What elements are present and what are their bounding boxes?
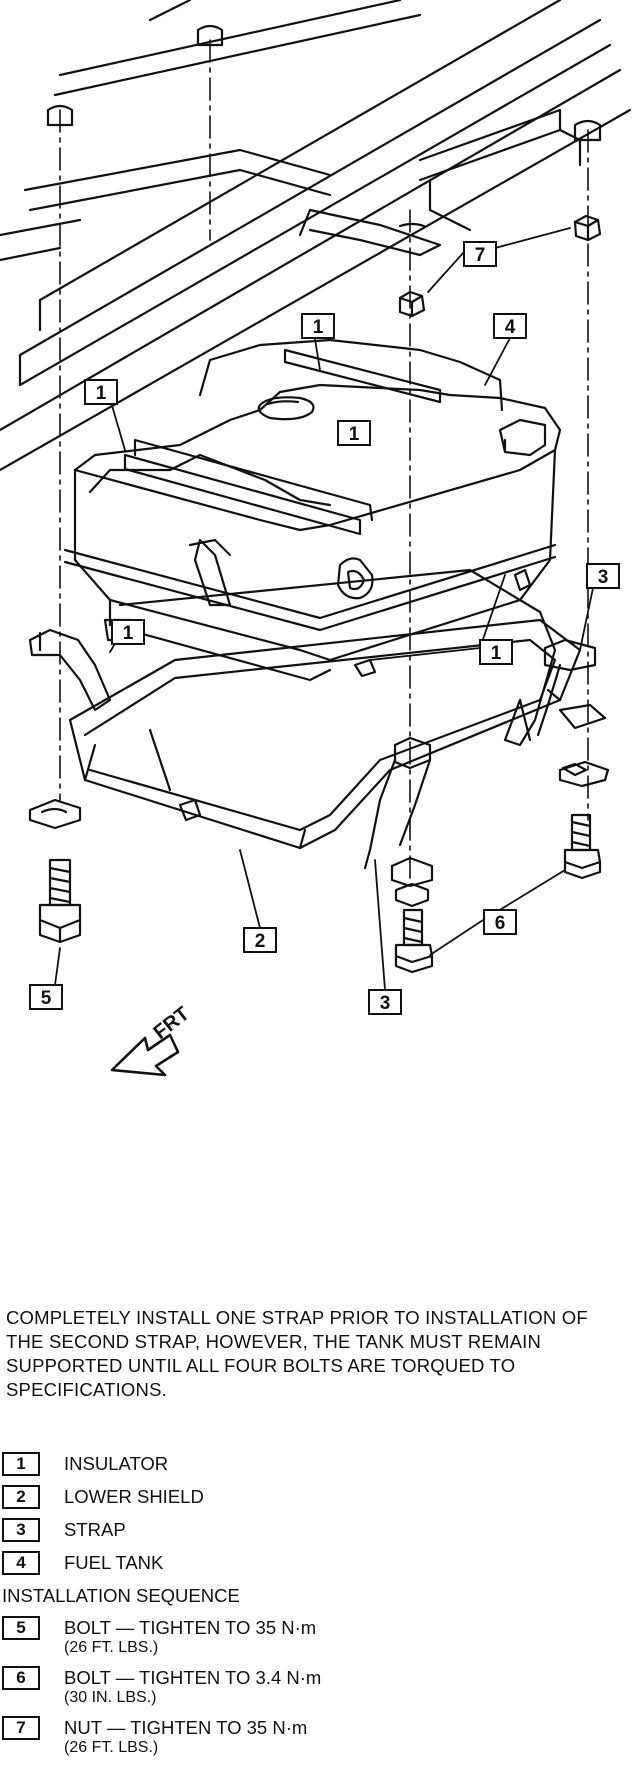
front-direction-arrow [110, 1033, 180, 1077]
fuel-tank [63, 338, 562, 682]
installation-note: COMPLETELY INSTALL ONE STRAP PRIOR TO IN… [6, 1307, 588, 1400]
callout-box: 3 [368, 989, 402, 1015]
callout-label: 6 [495, 913, 506, 934]
torque-spec: NUT — TIGHTEN TO 35 N·m [64, 1717, 308, 1738]
strap [28, 568, 542, 712]
callout-box: 5 [29, 984, 63, 1010]
nut [573, 214, 602, 242]
callout-label: 5 [41, 988, 52, 1009]
legend-number: 2 [2, 1485, 40, 1509]
callout-box: 1 [337, 420, 371, 446]
bolt [38, 858, 82, 944]
callout-label: 7 [475, 245, 486, 266]
legend-item: 7 NUT — TIGHTEN TO 35 N·m (26 FT. LBS.) [2, 1716, 622, 1766]
retainer-plate [558, 760, 610, 788]
bolt [394, 882, 434, 974]
callout-label: 3 [598, 567, 609, 588]
frame-stud [398, 222, 426, 228]
legend-number: 6 [2, 1666, 40, 1690]
legend-number: 1 [2, 1452, 40, 1476]
callout-label: 4 [505, 317, 516, 338]
legend-label: STRAP [64, 1519, 126, 1540]
legend-item: 3 STRAP [2, 1518, 622, 1551]
callout-label: 2 [255, 931, 266, 952]
frame-rails [0, 0, 632, 472]
callout-box: 4 [493, 313, 527, 339]
callout-label: 1 [123, 623, 134, 644]
callout-label: 1 [349, 424, 360, 445]
strap [363, 736, 434, 888]
legend-item: 2 LOWER SHIELD [2, 1485, 622, 1518]
callout-label: 3 [380, 993, 391, 1014]
legend-label: BOLT — TIGHTEN TO 3.4 N·m (30 IN. LBS.) [64, 1666, 321, 1706]
callout-box: 1 [84, 379, 118, 405]
frame-brackets [46, 24, 602, 142]
fuel-tank-exploded-diagram: 1 1 1 1 1 2 3 3 [0, 0, 632, 1077]
strap [503, 610, 607, 747]
callout-label: 1 [96, 383, 107, 404]
bolt [563, 813, 602, 880]
torque-spec-imperial: (30 IN. LBS.) [64, 1689, 157, 1706]
legend-label: INSULATOR [64, 1453, 169, 1474]
legend-item: 1 INSULATOR [2, 1452, 622, 1485]
legend-item: 6 BOLT — TIGHTEN TO 3.4 N·m (30 IN. LBS.… [2, 1666, 622, 1716]
callout-labels: 1 1 1 1 1 2 3 3 [29, 241, 620, 1015]
callout-box: 1 [479, 639, 513, 665]
torque-spec-imperial: (26 FT. LBS.) [64, 1739, 159, 1756]
legend-number: 4 [2, 1551, 40, 1575]
legend-number: 7 [2, 1716, 40, 1740]
nut [398, 290, 426, 318]
legend-label: BOLT — TIGHTEN TO 35 N·m (26 FT. LBS.) [64, 1616, 316, 1656]
torque-spec-imperial: (26 FT. LBS.) [64, 1639, 159, 1656]
legend-number: 5 [2, 1616, 40, 1640]
torque-spec: BOLT — TIGHTEN TO 35 N·m [64, 1617, 317, 1638]
washer [561, 762, 588, 777]
installation-sequence-heading: INSTALLATION SEQUENCE [2, 1585, 240, 1606]
parts-legend: 1 INSULATOR 2 LOWER SHIELD 3 STRAP 4 FUE… [2, 1452, 622, 1766]
callout-box: 3 [586, 563, 620, 589]
torque-spec: BOLT — TIGHTEN TO 3.4 N·m [64, 1667, 322, 1688]
legend-label: NUT — TIGHTEN TO 35 N·m (26 FT. LBS.) [64, 1716, 307, 1756]
callout-box: 1 [301, 313, 335, 339]
retainer-plate [28, 798, 82, 830]
callout-label: 1 [491, 643, 502, 664]
lower-shield [68, 618, 582, 850]
callout-box: 1 [111, 619, 145, 645]
callout-box: 7 [463, 241, 497, 267]
leader-lines [54, 227, 594, 991]
legend-number: 3 [2, 1518, 40, 1542]
callout-label: 1 [313, 317, 324, 338]
legend-item: 5 BOLT — TIGHTEN TO 35 N·m (26 FT. LBS.) [2, 1616, 622, 1666]
legend-item: 4 FUEL TANK [2, 1551, 622, 1584]
legend-label: FUEL TANK [64, 1552, 164, 1573]
legend-label: LOWER SHIELD [64, 1486, 204, 1507]
callout-box: 6 [483, 909, 517, 935]
callout-box: 2 [243, 927, 277, 953]
